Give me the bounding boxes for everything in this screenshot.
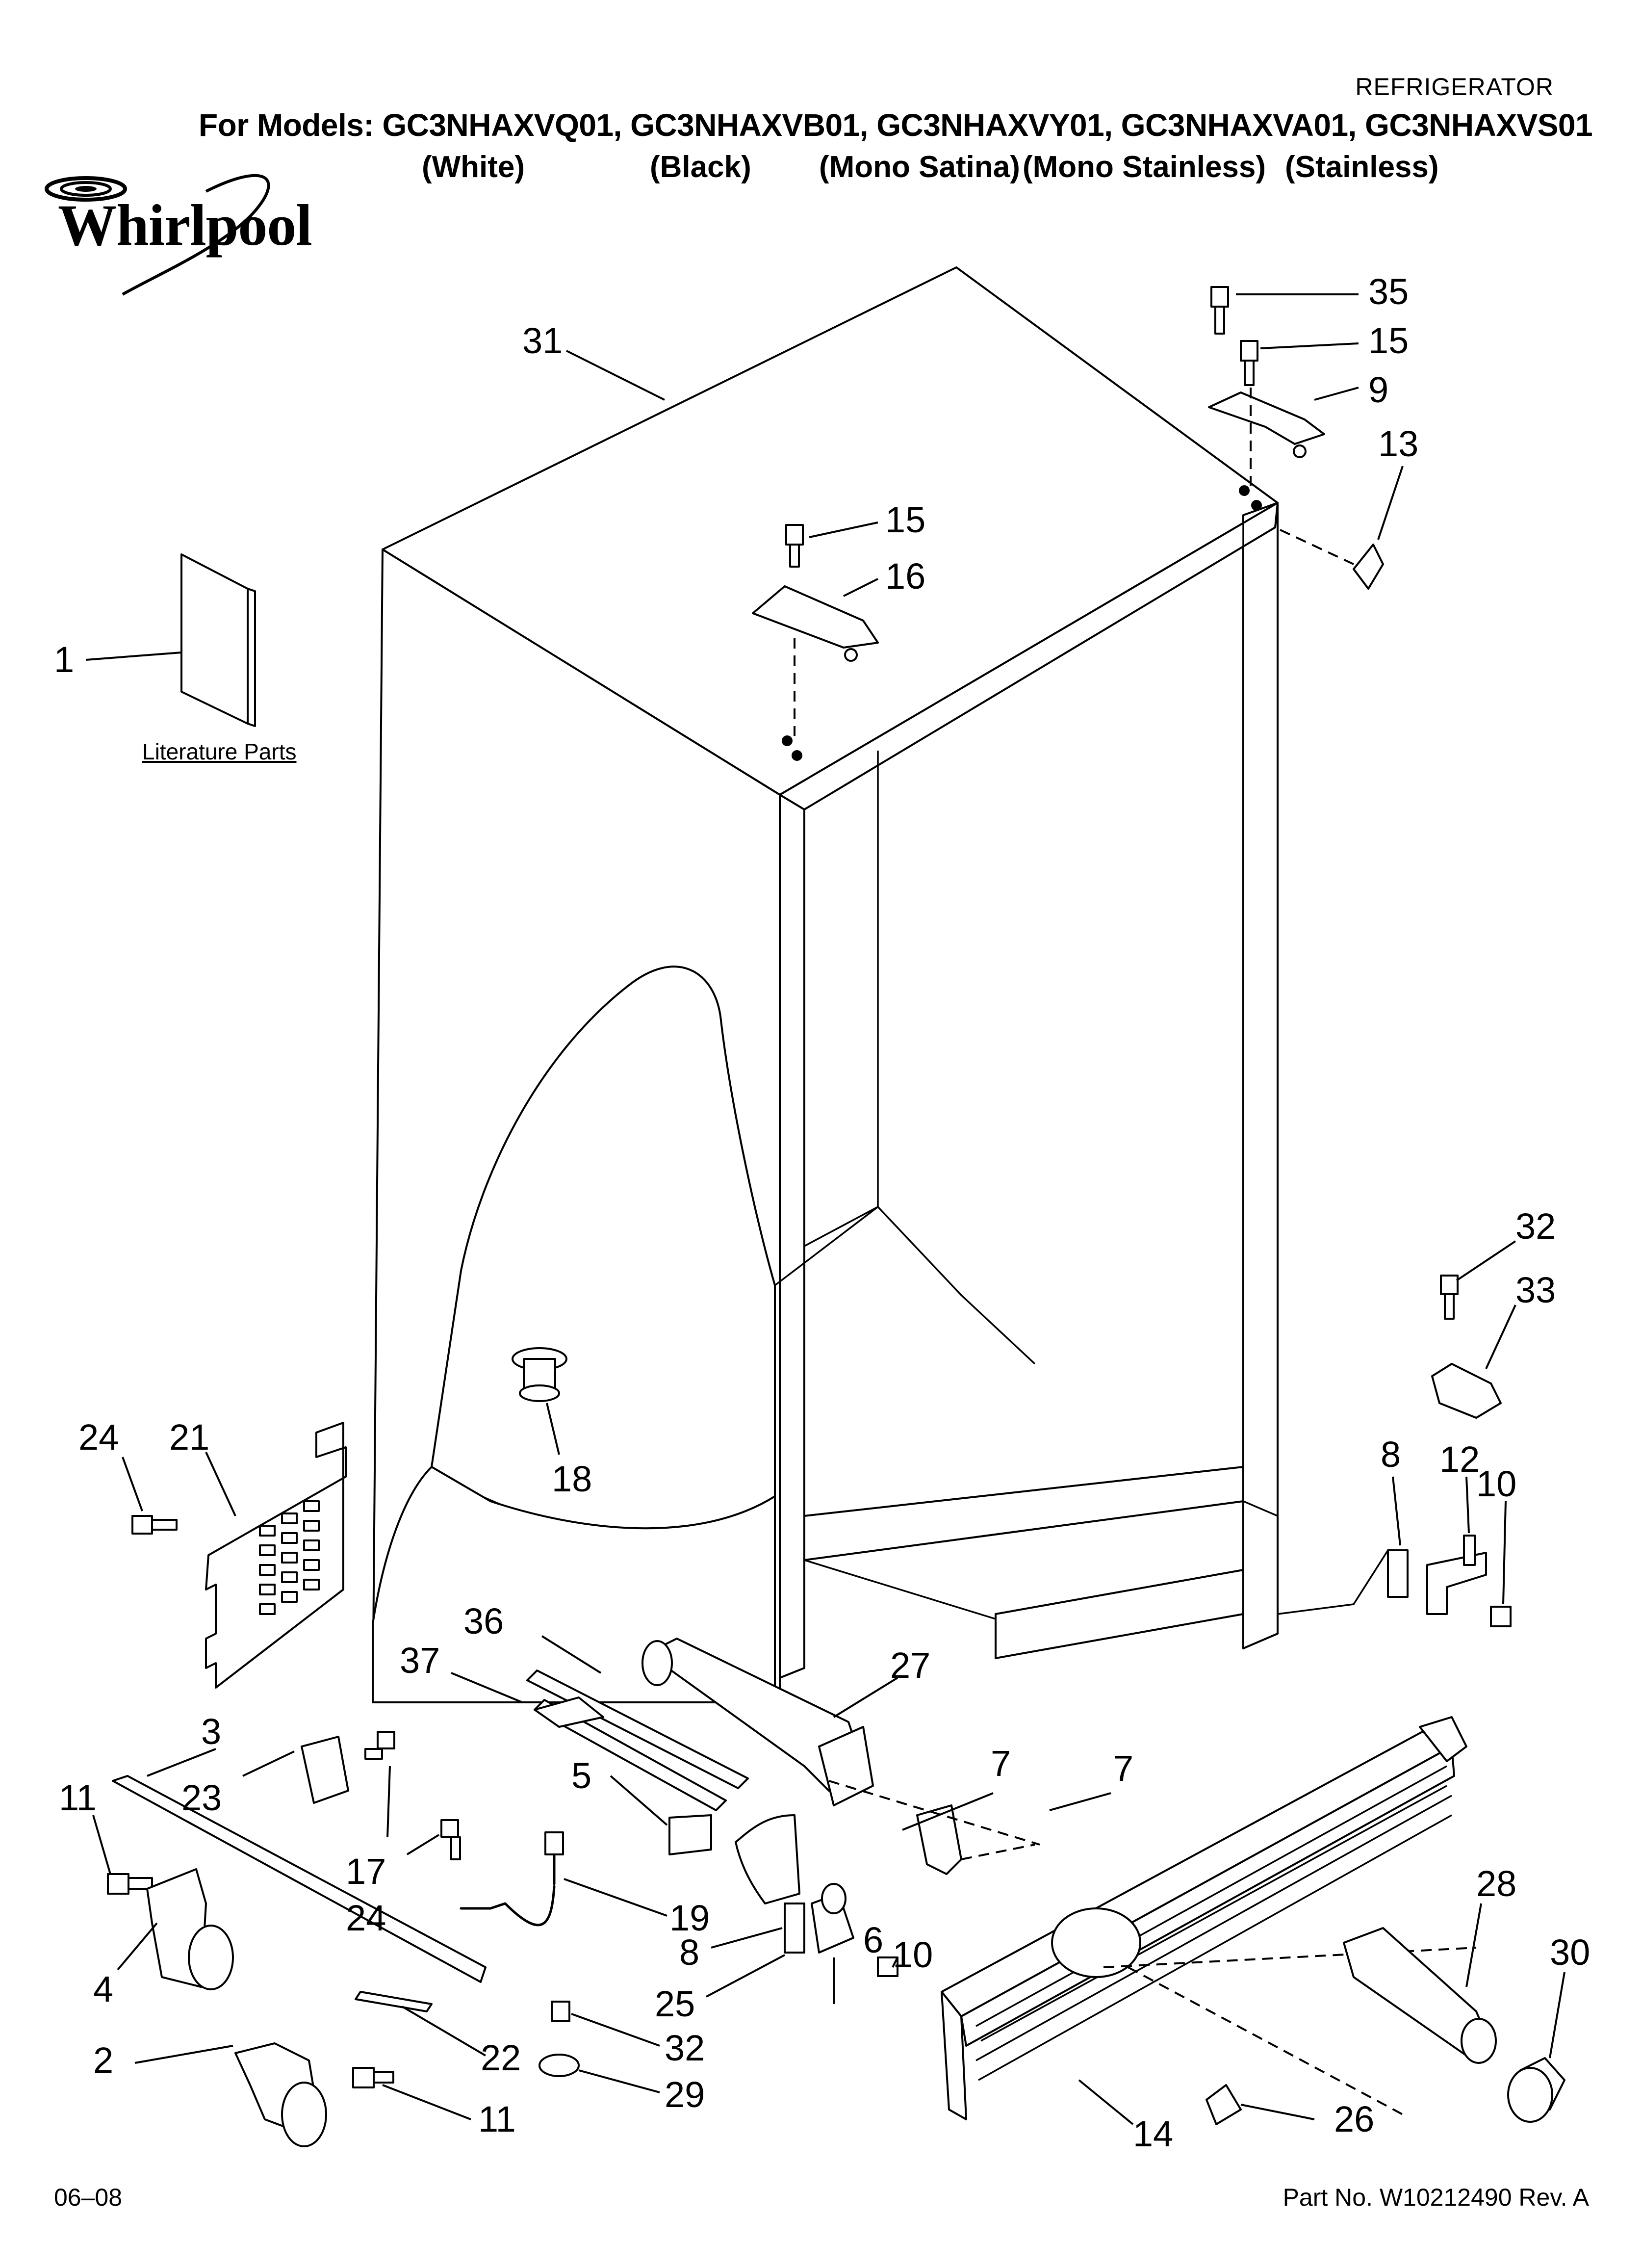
callout-33: 33 [1515, 1270, 1556, 1310]
callout-6: 6 [863, 1920, 883, 1960]
callout-5: 5 [571, 1755, 591, 1796]
callout-4: 4 [93, 1969, 113, 2009]
callout-1: 1 [54, 639, 74, 680]
callout-15: 15 [885, 499, 925, 540]
brand-logo-text: Whirlpool [58, 192, 312, 258]
callout-11: 11 [478, 2099, 516, 2139]
callout-8: 8 [1381, 1434, 1401, 1475]
callout-14: 14 [1133, 2113, 1173, 2154]
product-category: REFRIGERATOR [1355, 73, 1554, 101]
callout-36: 36 [463, 1601, 504, 1642]
rod-parts [526, 1669, 749, 1811]
part-number: Part No. W10212490 Rev. A [1283, 2184, 1589, 2211]
callout-7: 7 [1113, 1748, 1133, 1789]
callout-31: 31 [522, 320, 563, 361]
callout-24: 24 [346, 1898, 386, 1938]
color-label-stainless: (Stainless) [1285, 150, 1439, 184]
center-top-hinge-assembly [752, 524, 879, 761]
water-valve-assembly [641, 1638, 874, 1806]
grille-slots [259, 1500, 320, 1615]
whirlpool-swirl-logo [45, 174, 270, 296]
color-label-mono-stainless: (Mono Stainless) [1023, 150, 1266, 184]
callout-25: 25 [655, 1983, 695, 2024]
callout-12: 12 [1439, 1439, 1480, 1480]
color-label-mono-satina: (Mono Satina) [819, 150, 1020, 184]
callout-11: 11 [59, 1777, 97, 1818]
callout-26: 26 [1334, 2099, 1374, 2139]
callout-15: 15 [1368, 320, 1409, 361]
roller-assemblies [107, 1868, 433, 2147]
cabinet-assembly [372, 266, 1279, 1703]
callout-35: 35 [1368, 271, 1409, 312]
revision-date: 06–08 [54, 2184, 123, 2211]
callout-37: 37 [400, 1640, 440, 1681]
callout-2: 2 [93, 2040, 113, 2081]
callout-30: 30 [1550, 1932, 1590, 1973]
callout-21: 21 [169, 1417, 209, 1458]
callout-16: 16 [885, 556, 925, 597]
literature-booklet-icon [180, 553, 256, 727]
callout-32: 32 [665, 2028, 705, 2068]
color-label-white: (White) [422, 150, 525, 184]
callout-10: 10 [1476, 1463, 1516, 1504]
callout-3: 3 [201, 1711, 221, 1752]
top-right-hinge-assembly [1208, 286, 1384, 590]
callout-13: 13 [1378, 423, 1418, 464]
literature-parts-label: Literature Parts [142, 739, 297, 764]
callout-23: 23 [181, 1777, 222, 1818]
callout-22: 22 [481, 2037, 521, 2078]
callout-27: 27 [890, 1645, 930, 1686]
right-cover-assembly [1431, 1275, 1502, 1419]
callout-32: 32 [1515, 1206, 1556, 1247]
callout-18: 18 [552, 1459, 592, 1499]
callout-17: 17 [346, 1851, 386, 1892]
callout-9: 9 [1368, 369, 1388, 410]
bottom-right-hinge-assembly [1277, 1535, 1512, 1627]
callout-28: 28 [1476, 1863, 1516, 1904]
drain-fitting [512, 1347, 567, 1402]
callout-labels: 31 35 15 9 13 15 16 1 32 33 24 21 18 8 1… [54, 271, 1590, 2154]
callout-7: 7 [991, 1743, 1011, 1784]
models-line: For Models: GC3NHAXVQ01, GC3NHAXVB01, GC… [199, 107, 1593, 143]
callout-24: 24 [78, 1417, 119, 1458]
color-label-black: (Black) [650, 150, 751, 184]
base-grille-and-filter [941, 1716, 1565, 2125]
callout-8: 8 [679, 1932, 699, 1973]
rear-grille-assembly [131, 1422, 347, 1689]
lower-hinge-assembly [539, 1780, 1040, 2077]
callout-19: 19 [669, 1898, 710, 1938]
callout-29: 29 [665, 2074, 705, 2115]
leader-lines [85, 293, 1565, 2125]
bottom-left-small-parts [112, 1731, 800, 1983]
callout-10: 10 [893, 1934, 933, 1975]
